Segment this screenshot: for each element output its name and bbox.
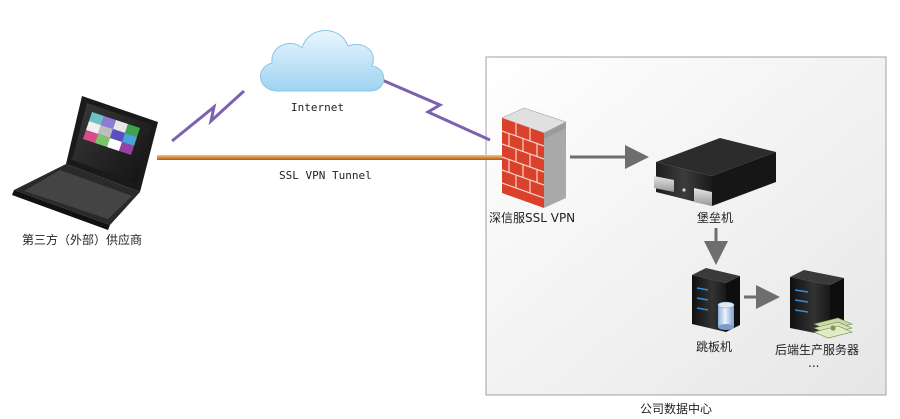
tower-server-icon bbox=[790, 270, 853, 339]
tower-server-icon bbox=[692, 268, 740, 332]
firewall-icon bbox=[500, 107, 568, 208]
vpn-label: 深信服SSL VPN bbox=[489, 211, 576, 225]
lightning-left bbox=[171, 89, 246, 143]
server-appliance-icon bbox=[654, 138, 776, 206]
ssl-vpn-tunnel bbox=[157, 155, 502, 160]
datacenter-box bbox=[485, 56, 887, 396]
cash-stack-icon bbox=[813, 317, 853, 339]
ellipsis-label: ... bbox=[808, 356, 820, 370]
laptop-icon bbox=[12, 96, 158, 230]
lightning-right bbox=[381, 78, 491, 142]
bastion-label: 堡垒机 bbox=[697, 211, 734, 225]
datacenter-label: 公司数据中心 bbox=[640, 402, 713, 416]
cloud-icon bbox=[260, 30, 385, 92]
backend-label: 后端生产服务器 bbox=[775, 343, 860, 357]
internet-label: Internet bbox=[291, 101, 344, 114]
jump-label: 跳板机 bbox=[696, 340, 733, 354]
tunnel-label: SSL VPN Tunnel bbox=[279, 169, 372, 182]
vendor-label: 第三方（外部）供应商 bbox=[22, 233, 143, 247]
